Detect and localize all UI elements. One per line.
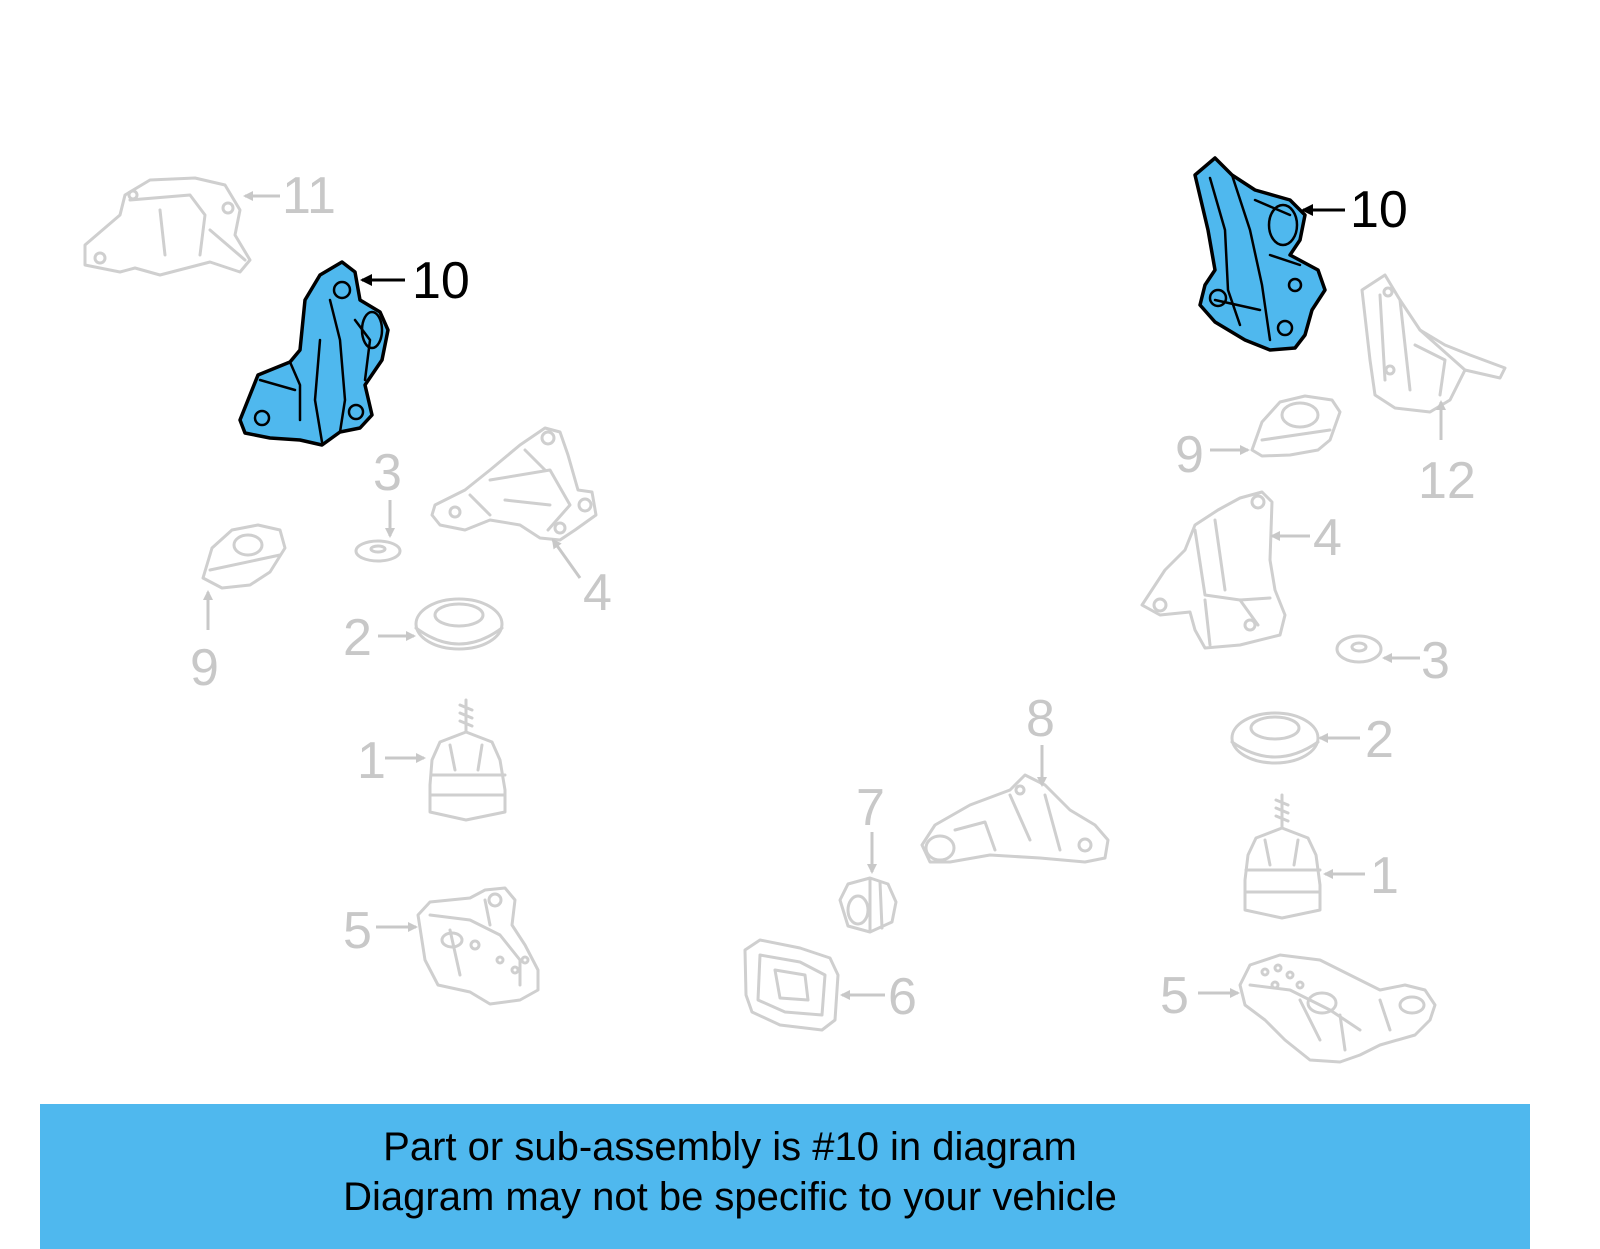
part-8-bracket [920,773,1110,864]
part-12-bracket [1360,273,1507,414]
part-1-right-engine-mount [1243,793,1322,920]
part-1-left-engine-mount [428,698,507,822]
callout-2-right: 2 [1365,711,1394,769]
callout-10-left: 10 [412,252,470,310]
callout-4-left: 4 [583,564,612,622]
arrow-4-left [551,538,582,579]
caption: Part or sub-assembly is #10 in diagram D… [40,1112,1420,1232]
callout-10-right: 10 [1350,181,1408,239]
callout-8: 8 [1026,690,1055,748]
callout-5-right: 5 [1160,967,1189,1025]
part-4-left-bracket [430,426,598,542]
callout-5-left: 5 [343,902,372,960]
callout-2-left: 2 [343,609,372,667]
callout-4-right: 4 [1313,509,1342,567]
part-9-right-mount [1250,394,1342,458]
part-10-right-bracket[interactable] [1193,156,1327,352]
caption-band [40,1104,1530,1249]
callout-9-left: 9 [190,639,219,697]
callout-3-left: 3 [373,444,402,502]
part-4-right-bracket [1140,490,1287,650]
callout-9-right: 9 [1175,426,1204,484]
caption-line-1: Part or sub-assembly is #10 in diagram [383,1125,1077,1169]
callout-1-left: 1 [357,732,386,790]
part-5-left-bracket [416,886,540,1006]
part-3-left-washer [354,539,402,563]
part-7-bushing [838,876,898,934]
callout-1-right: 1 [1370,847,1399,905]
part-2-left-insulator [414,597,504,651]
callout-7: 7 [856,779,885,837]
part-2-right-insulator [1230,711,1320,765]
callout-3-right: 3 [1421,632,1450,690]
callout-6: 6 [888,968,917,1026]
callout-12: 12 [1418,452,1476,510]
part-10-left-bracket[interactable] [238,260,390,447]
caption-line-2: Diagram may not be specific to your vehi… [343,1175,1117,1219]
part-3-right-washer [1335,634,1383,664]
part-9-left-mount [201,523,287,590]
part-6-mount [743,938,840,1032]
part-11-bracket [83,176,252,277]
callout-11: 11 [282,167,336,225]
part-5-right-bracket [1238,953,1437,1064]
